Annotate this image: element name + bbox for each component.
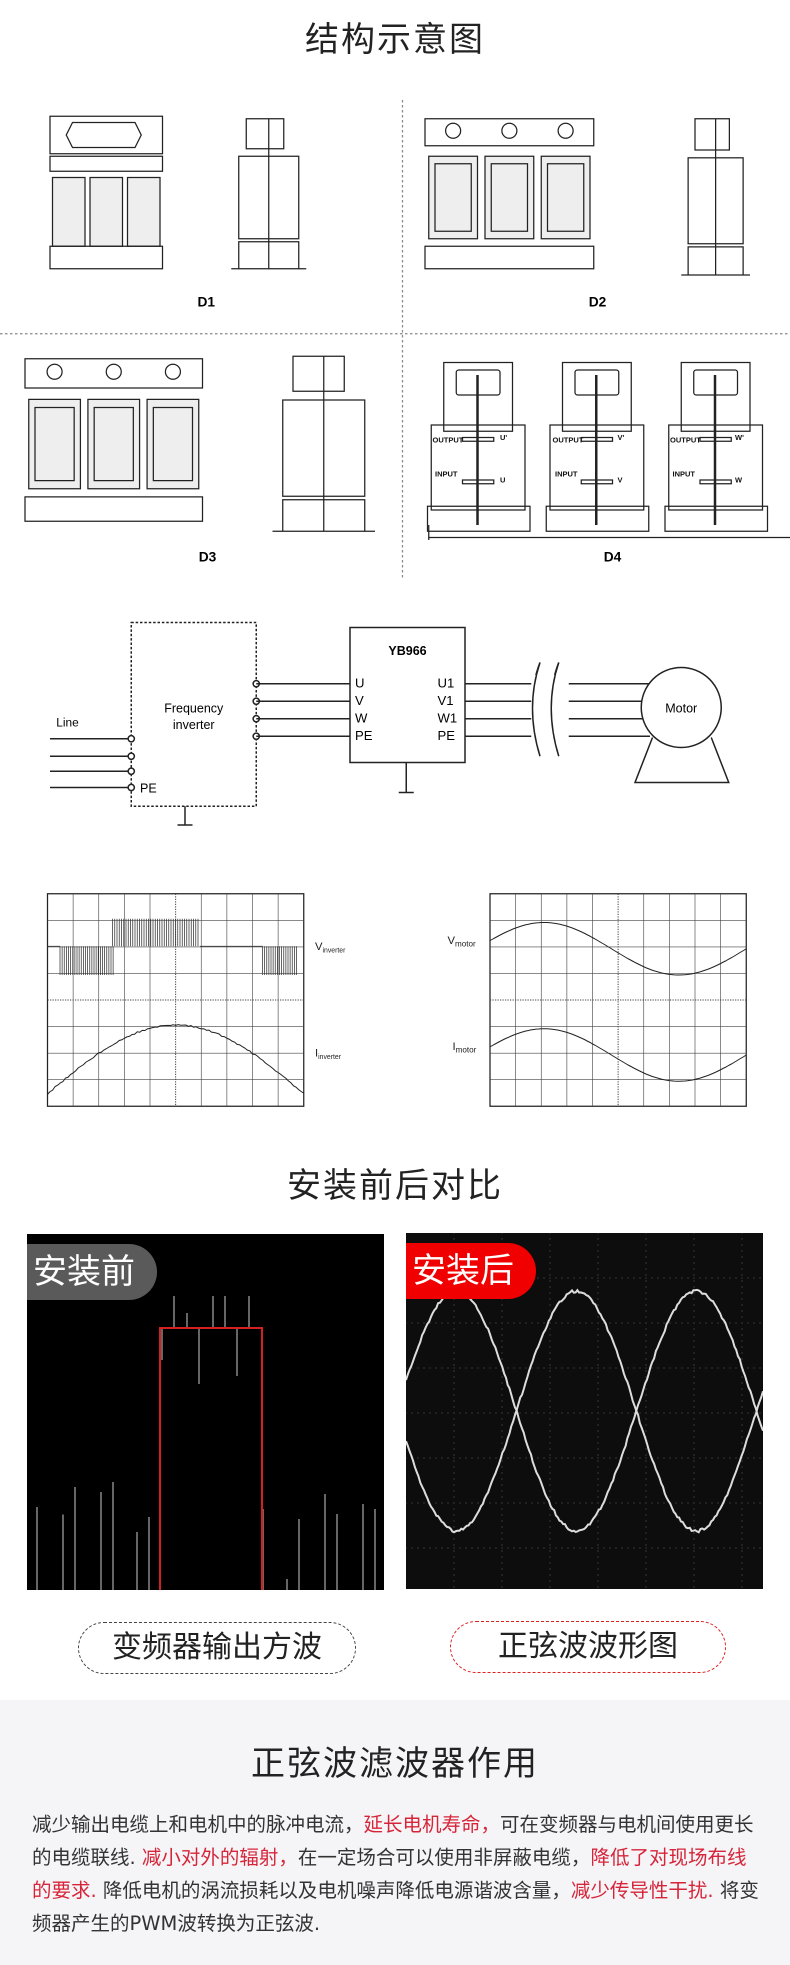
- label-d1: D1: [197, 294, 215, 309]
- highlight-text: 减小对外的辐射，: [142, 1846, 298, 1869]
- d4-unit-3: [665, 363, 768, 532]
- function-description: 减少输出电缆上和电机中的脉冲电流，延长电机寿命，可在变频器与电机间使用更长的电缆…: [32, 1808, 760, 1940]
- d4-in-term-1: U: [500, 476, 505, 485]
- d4-out-term-3: W': [735, 433, 744, 442]
- terminal: [128, 784, 134, 790]
- i-inverter-label: Iinverter: [315, 1047, 342, 1061]
- d2-front: [425, 119, 594, 269]
- in-term-v: V: [355, 693, 364, 708]
- oscilloscope-traces: Vinverter Iinverter Vmotor Imotor: [0, 880, 790, 1120]
- after-caption: 正弦波波形图: [450, 1621, 726, 1673]
- d4-in-term-2: V: [618, 476, 623, 485]
- label-d2: D2: [589, 294, 607, 309]
- d4-in-term-3: W: [735, 476, 743, 485]
- wiring-diagram: Line Frequency inverter PE YB966 U V W P…: [0, 600, 790, 840]
- body-text: 降低电机的涡流损耗以及电机噪声降低电源谐波含量，: [103, 1879, 571, 1902]
- structure-drawings: D1 D2 D3 D4 OUTPUT U' INPUT U OUTPUT V' …: [0, 0, 790, 590]
- d2-side: [681, 119, 750, 275]
- d3-side: [273, 356, 376, 531]
- scope-inverter: [48, 894, 304, 1107]
- before-panel: 安装前: [27, 1234, 384, 1590]
- in-term-pe: PE: [355, 728, 373, 743]
- label-d3: D3: [199, 549, 217, 564]
- out-term-v1: V1: [438, 693, 454, 708]
- d4-output-2: OUTPUT: [553, 436, 584, 445]
- d4-out-term-2: V': [618, 433, 625, 442]
- terminal: [128, 753, 134, 759]
- function-title: 正弦波滤波器作用: [0, 1736, 790, 1785]
- v-motor-label: Vmotor: [448, 935, 477, 949]
- i-motor-label: Imotor: [453, 1041, 477, 1055]
- square-wave: [123, 1328, 308, 1590]
- terminal: [128, 736, 134, 742]
- body-text: 在一定场合可以使用非屏蔽电缆，: [298, 1846, 591, 1869]
- d3-front: [25, 359, 203, 522]
- out-term-pe: PE: [438, 728, 456, 743]
- highlight-text: 减少传导性干扰.: [571, 1879, 720, 1902]
- d4-input-2: INPUT: [555, 469, 578, 478]
- d4-output-3: OUTPUT: [670, 436, 701, 445]
- in-term-w: W: [355, 711, 368, 726]
- v-inverter-label: Vinverter: [315, 941, 346, 955]
- terminal: [128, 768, 134, 774]
- filter-label: YB966: [388, 644, 426, 658]
- before-tag: 安装前: [27, 1244, 157, 1300]
- inverter-label-2: inverter: [173, 718, 215, 732]
- d4-input-3: INPUT: [673, 469, 696, 478]
- d4-unit-2: [546, 363, 649, 532]
- line-label: Line: [56, 715, 79, 729]
- out-term-u1: U1: [438, 676, 455, 691]
- d4-unit-1: [428, 363, 531, 532]
- out-term-w1: W1: [438, 711, 458, 726]
- after-tag: 安装后: [406, 1243, 536, 1299]
- pe-left-label: PE: [140, 782, 157, 796]
- motor-label: Motor: [665, 702, 697, 716]
- scope-motor: [490, 894, 746, 1107]
- before-caption: 变频器输出方波: [78, 1622, 356, 1674]
- compare-title: 安装前后对比: [0, 1158, 790, 1207]
- d4-out-term-1: U': [500, 433, 507, 442]
- d4-output-1: OUTPUT: [433, 436, 464, 445]
- body-text: 减少输出电缆上和电机中的脉冲电流，: [32, 1813, 364, 1836]
- sine-wave-2: [406, 1290, 763, 1532]
- label-d4: D4: [604, 549, 622, 564]
- in-term-u: U: [355, 676, 364, 691]
- highlight-text: 延长电机寿命，: [364, 1813, 501, 1836]
- d1-side: [231, 119, 306, 269]
- d4-input-1: INPUT: [435, 469, 458, 478]
- d1-front: [50, 116, 163, 269]
- inverter-label-1: Frequency: [164, 702, 224, 716]
- after-panel: 安装后: [406, 1233, 763, 1589]
- sine-wave-1: [406, 1290, 763, 1532]
